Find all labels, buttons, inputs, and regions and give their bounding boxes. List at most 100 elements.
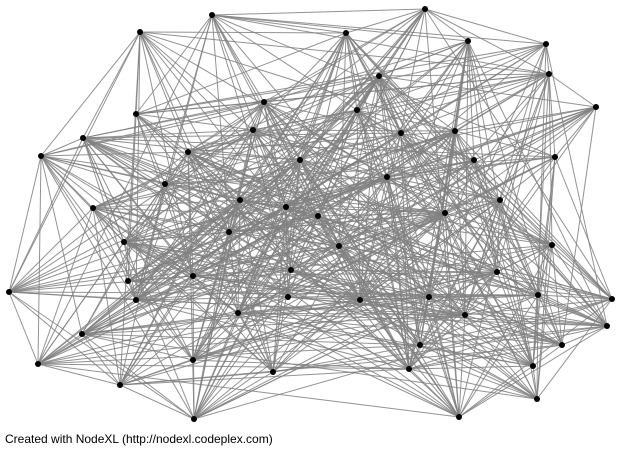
- graph-edge: [81, 296, 430, 335]
- graph-node: [559, 342, 565, 348]
- graph-edge: [263, 40, 469, 103]
- graph-edge: [8, 291, 137, 301]
- graph-edge: [92, 183, 166, 209]
- graph-edge: [192, 244, 553, 277]
- graph-edge: [192, 199, 241, 361]
- graph-edge: [359, 199, 501, 301]
- graph-edge: [359, 299, 538, 400]
- graph-node: [426, 294, 432, 300]
- graph-node: [546, 71, 552, 77]
- graph-edge: [119, 368, 410, 386]
- graph-edge: [92, 207, 125, 243]
- graph-edge: [119, 31, 141, 386]
- graph-node: [283, 204, 289, 210]
- graph-edge: [193, 296, 430, 420]
- graph-edge: [193, 371, 274, 420]
- graph-edge: [408, 199, 501, 370]
- graph-node: [137, 29, 143, 35]
- graph-edge: [464, 40, 469, 316]
- graph-edge: [285, 106, 597, 208]
- graph-edge: [187, 101, 265, 153]
- graph-edge: [454, 130, 556, 158]
- graph-edge: [345, 32, 608, 327]
- graph-edge: [37, 363, 460, 418]
- graph-edge: [285, 176, 388, 208]
- graph-edge: [554, 106, 597, 158]
- graph-edge: [400, 132, 563, 346]
- graph-edge: [237, 312, 274, 373]
- graph-edge: [317, 212, 446, 217]
- graph-edge: [299, 159, 498, 273]
- graph-edge: [82, 31, 141, 139]
- graph-edge: [272, 159, 301, 373]
- graph-edge: [123, 159, 475, 243]
- graph-edge: [8, 207, 94, 293]
- graph-edge: [8, 291, 539, 296]
- graph-edge: [536, 156, 556, 400]
- graph-edge: [419, 294, 539, 346]
- graph-edge: [537, 294, 613, 300]
- graph-edge: [299, 159, 388, 178]
- graph-edge: [458, 294, 539, 418]
- graph-edge: [537, 244, 553, 296]
- graph-edge: [40, 155, 83, 335]
- graph-edge: [123, 241, 430, 298]
- graph-edge: [164, 183, 194, 277]
- graph-edge: [536, 298, 613, 400]
- graph-edge: [378, 75, 456, 132]
- graph-edge: [561, 325, 608, 346]
- graph-edge: [299, 159, 340, 247]
- graph-edge: [239, 199, 274, 373]
- node-layer: [6, 6, 615, 422]
- graph-edge: [37, 296, 289, 365]
- graph-edge: [135, 101, 265, 115]
- graph-edge: [338, 130, 456, 247]
- graph-node: [185, 149, 191, 155]
- graph-edge: [192, 275, 195, 420]
- graph-edge: [37, 363, 410, 370]
- graph-edge: [299, 159, 460, 418]
- graph-node: [237, 197, 243, 203]
- graph-edge: [37, 155, 42, 365]
- graph-edge: [135, 75, 380, 115]
- graph-node: [6, 289, 12, 295]
- graph-edge: [92, 132, 402, 209]
- graph-edge: [135, 299, 194, 361]
- graph-edge: [464, 294, 539, 316]
- graph-edge: [37, 199, 241, 365]
- graph-edge: [8, 245, 340, 293]
- graph-edge: [211, 14, 347, 34]
- graph-node: [297, 157, 303, 163]
- graph-edge: [356, 109, 539, 296]
- graph-edge: [496, 199, 501, 273]
- graph-edge: [408, 368, 538, 400]
- graph-node: [250, 127, 256, 133]
- graph-edge: [454, 130, 475, 161]
- graph-node: [549, 242, 555, 248]
- graph-edge: [135, 299, 410, 370]
- graph-edge: [193, 130, 456, 420]
- graph-edge: [82, 75, 380, 139]
- graph-edge: [532, 156, 556, 367]
- graph-edge: [378, 73, 550, 77]
- graph-node: [534, 396, 540, 402]
- graph-edge: [419, 298, 613, 346]
- graph-edge: [192, 275, 430, 298]
- credit-text: Created with NodeXL (http://nodexl.codep…: [5, 432, 273, 446]
- graph-edge: [299, 132, 402, 161]
- graph-edge: [119, 384, 195, 420]
- graph-edge: [317, 215, 613, 300]
- graph-node: [261, 99, 267, 105]
- graph-edge: [290, 269, 421, 346]
- graph-edge: [285, 75, 380, 208]
- graph-edge: [228, 215, 319, 233]
- graph-edge: [386, 159, 475, 178]
- graph-node: [398, 130, 404, 136]
- graph-edge: [454, 130, 498, 273]
- graph-edge: [81, 299, 361, 335]
- graph-edge: [8, 291, 39, 365]
- graph-edge: [239, 199, 340, 247]
- graph-edge: [123, 241, 460, 418]
- graph-edge: [82, 137, 301, 161]
- graph-node: [593, 104, 599, 110]
